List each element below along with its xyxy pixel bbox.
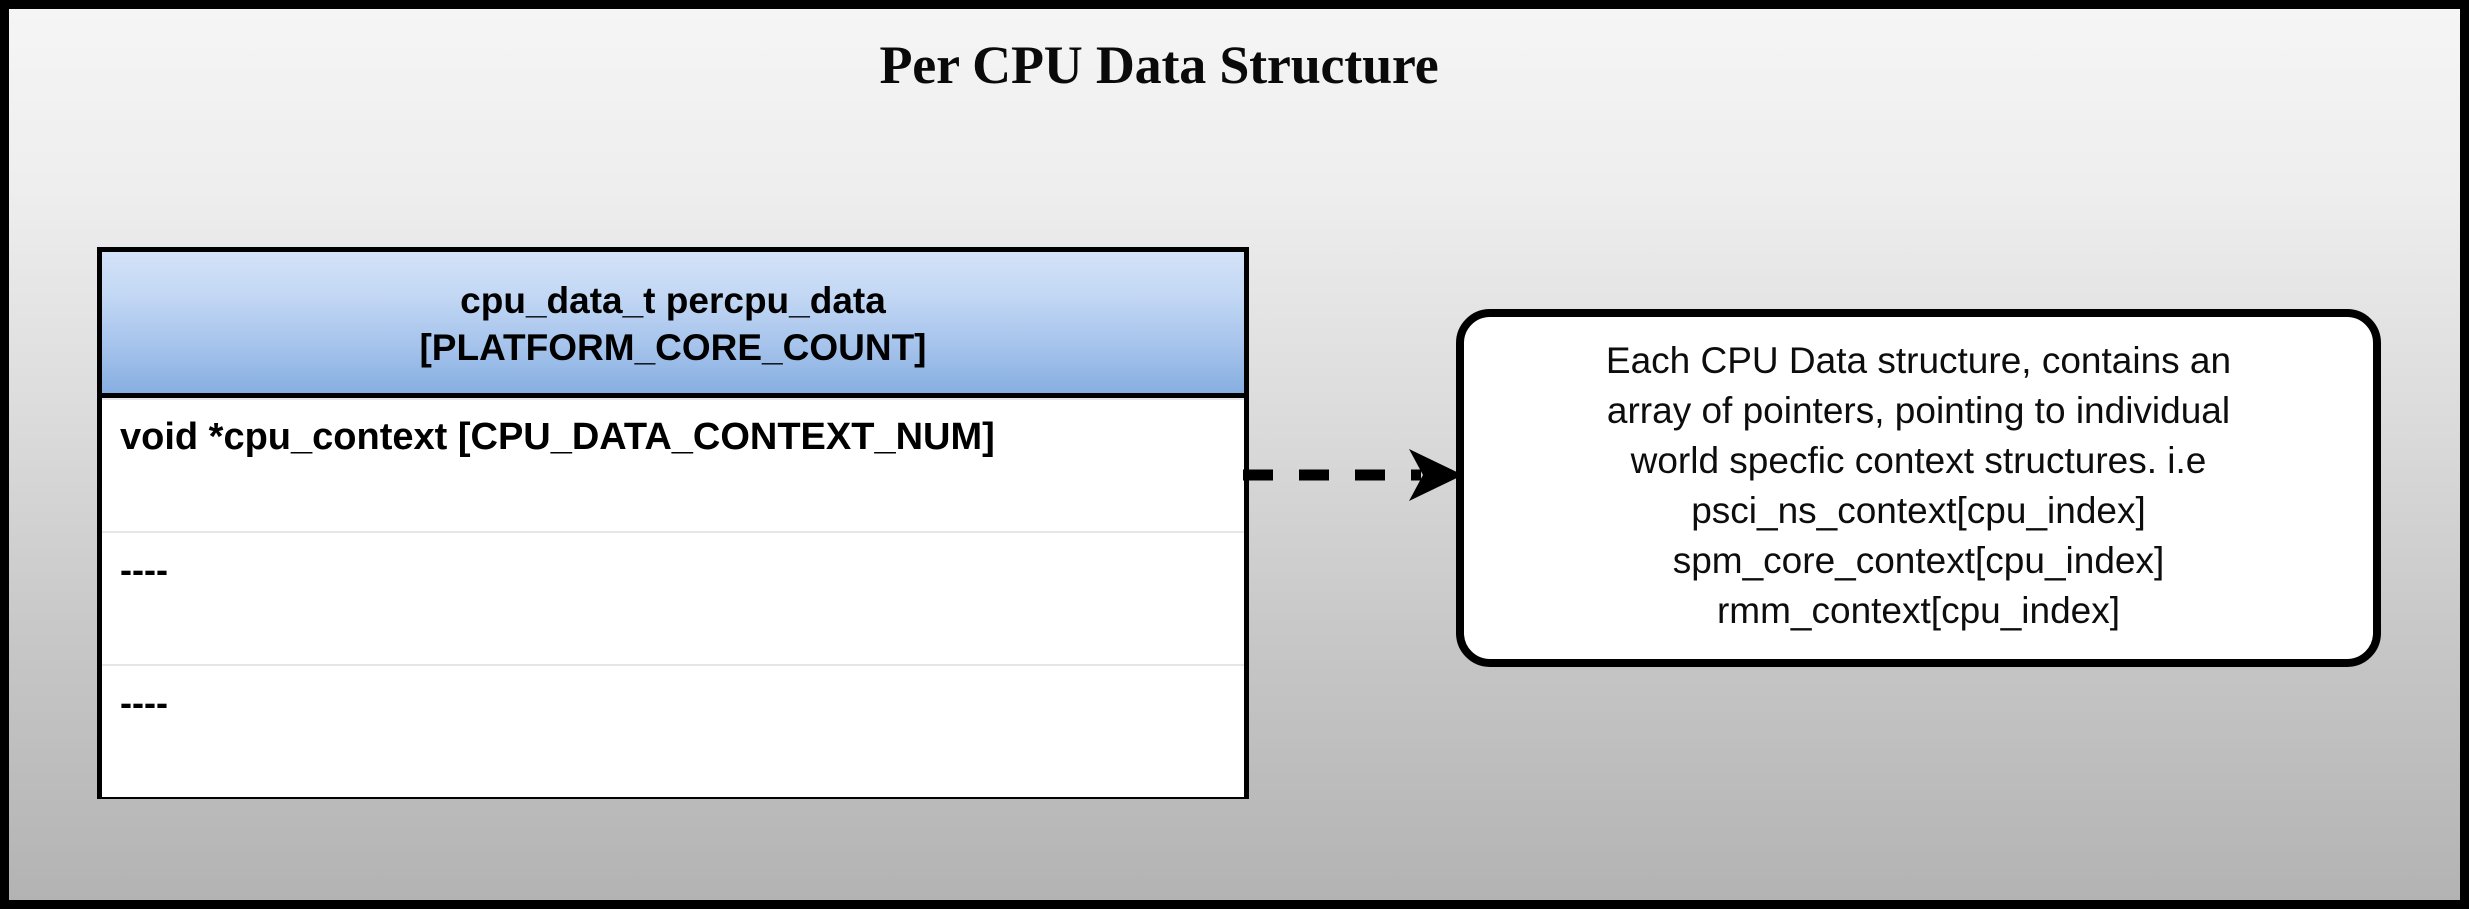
dashed-arrow-connector-icon: [1243, 449, 1463, 501]
callout-line-5: spm_core_context[cpu_index]: [1672, 540, 2165, 581]
struct-header-line-2: [PLATFORM_CORE_COUNT]: [419, 326, 927, 368]
table-row: ----: [102, 531, 1244, 664]
callout-line-4: psci_ns_context[cpu_index]: [1691, 490, 2146, 531]
callout-line-3: world specfic context structures. i.e: [1630, 440, 2207, 481]
page-title: Per CPU Data Structure: [879, 35, 1439, 95]
struct-field-placeholder-1: ----: [120, 549, 168, 590]
callout-note: Each CPU Data structure, contains an arr…: [1456, 309, 2381, 667]
table-row: ----: [102, 664, 1244, 797]
table-row: void *cpu_context [CPU_DATA_CONTEXT_NUM]: [102, 398, 1244, 531]
struct-table-header: cpu_data_t percpu_data [PLATFORM_CORE_CO…: [102, 252, 1244, 398]
callout-line-6: rmm_context[cpu_index]: [1716, 590, 2121, 631]
struct-field-cpu-context: void *cpu_context [CPU_DATA_CONTEXT_NUM]: [120, 416, 995, 458]
arrow-head: [1409, 449, 1463, 501]
struct-field-placeholder-2: ----: [120, 682, 168, 723]
callout-line-1: Each CPU Data structure, contains an: [1605, 340, 2232, 381]
callout-line-2: array of pointers, pointing to individua…: [1606, 390, 2231, 431]
struct-header-line-1: cpu_data_t percpu_data: [460, 279, 886, 321]
struct-table: cpu_data_t percpu_data [PLATFORM_CORE_CO…: [97, 247, 1249, 799]
